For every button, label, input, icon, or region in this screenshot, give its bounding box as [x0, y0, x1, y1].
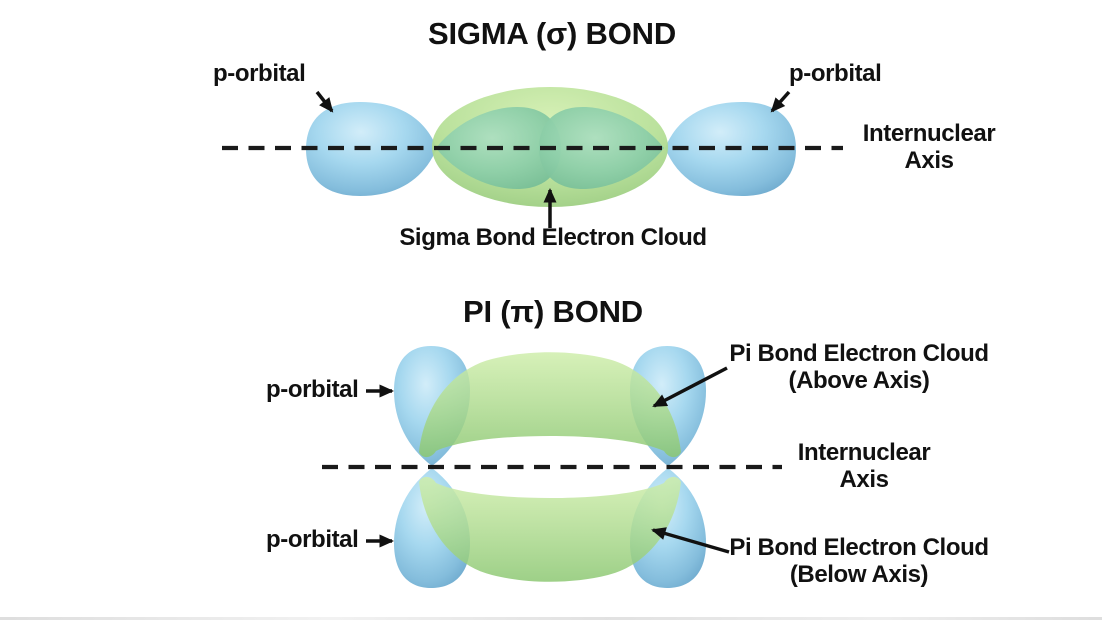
pi-above-cloud-label: Pi Bond Electron Cloud (Above Axis)	[729, 340, 989, 395]
pi-below-cloud-label: Pi Bond Electron Cloud (Below Axis)	[729, 534, 989, 589]
pi-internuclear-axis-label-line2: Axis	[839, 465, 889, 493]
sigma-left-p-orbital-arrow	[315, 90, 334, 113]
sigma-right-p-orbital-label: p-orbital	[789, 60, 882, 87]
pi-above-cloud-arrow	[652, 366, 728, 408]
pi-below-cloud-label-line2: (Below Axis)	[789, 560, 929, 588]
sigma-electron-cloud-label: Sigma Bond Electron Cloud	[399, 224, 707, 251]
sigma-left-p-orbital-lobe	[306, 102, 437, 196]
pi-electron-cloud-above-shape	[419, 352, 681, 458]
sigma-internuclear-axis-label-line2: Axis	[904, 146, 954, 174]
pi-above-cloud-label-line1: Pi Bond Electron Cloud	[729, 340, 989, 367]
sigma-right-p-orbital-arrow	[770, 90, 791, 113]
pi-below-cloud-arrow	[651, 527, 730, 554]
pi-above-cloud-label-line2: (Above Axis)	[788, 366, 930, 394]
pi-section-title: PI (π) BOND	[463, 294, 643, 329]
sigma-left-p-orbital-label: p-orbital	[213, 60, 306, 87]
sigma-section-title: SIGMA (σ) BOND	[427, 16, 677, 51]
sigma-internuclear-axis-label: Internuclear Axis	[862, 120, 996, 175]
pi-below-cloud-label-line1: Pi Bond Electron Cloud	[729, 534, 989, 561]
pi-upper-p-orbital-label: p-orbital	[266, 376, 359, 403]
bottom-edge-artifact	[0, 617, 1102, 620]
pi-lower-p-orbital-label: p-orbital	[266, 526, 359, 553]
pi-internuclear-axis-label-line1: Internuclear	[797, 439, 931, 466]
pi-internuclear-axis-label: Internuclear Axis	[797, 439, 931, 494]
pi-electron-cloud-below-shape	[419, 476, 681, 582]
sigma-internuclear-axis-label-line1: Internuclear	[862, 120, 996, 147]
